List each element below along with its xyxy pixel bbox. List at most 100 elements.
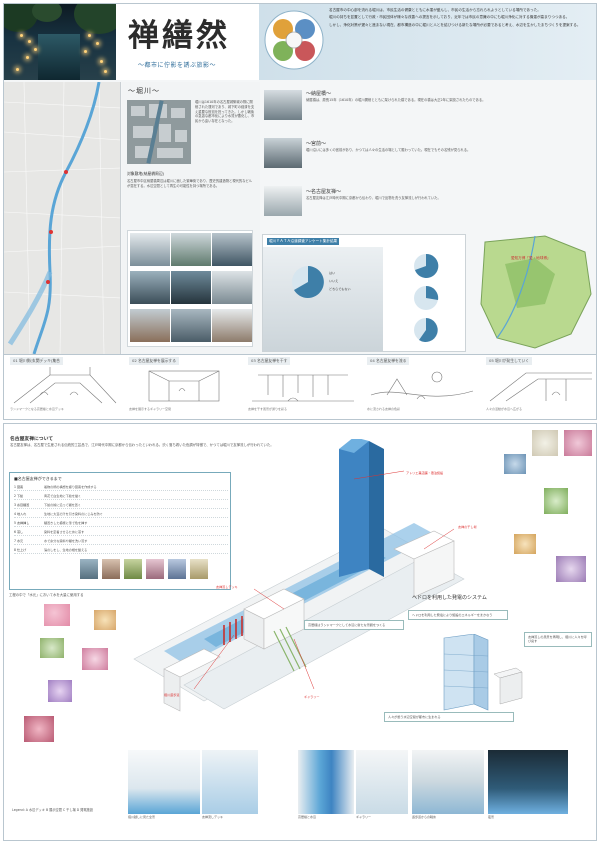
model-label: 友禅流しデッキ <box>216 585 238 589</box>
history-text-miyamae: 堀川沿いには多くの宮前があり、かつては人々の生活の場として賑わっていた。現在でも… <box>306 148 471 152</box>
sketch-label: 05 堀川が発生していく <box>486 357 533 365</box>
model-photo <box>356 750 408 814</box>
design-note: 高層棟はランドマークとして水辺に新たな景観をつくる <box>304 620 404 631</box>
yuzen-swatch <box>564 430 592 456</box>
site-photo <box>212 309 252 342</box>
scene-sketch <box>148 370 220 402</box>
model-label: 堀川遊歩道 <box>164 693 180 697</box>
expo-map-title: 愛知万博「愛・地球博」 <box>511 256 551 260</box>
scene-sketch-strip: 01 堀川側(玄関デッキ)集合 02 名古屋友禅を展示する 03 名古屋友禅を干… <box>4 354 596 419</box>
concept-diagram <box>264 10 324 70</box>
model-photo <box>202 750 258 814</box>
model-photo <box>412 750 484 814</box>
history-photo <box>264 90 302 120</box>
process-thumbnail <box>190 559 208 579</box>
design-note: 友禅流しの風景を再現し、堀川に人々を呼び戻す <box>524 632 592 647</box>
river-map <box>4 82 121 354</box>
horikawa-title: 〜堀川〜 <box>128 87 160 95</box>
history-title-yuzen: 〜名古屋友禅〜 <box>306 189 342 195</box>
model-caption: 堀川越しに見た全景 <box>128 815 156 819</box>
yuzen-section-title: 名古屋友禅について <box>10 437 54 442</box>
sludge-power-title: ヘドロを利用した発電のシステム <box>412 595 487 601</box>
model-caption: 高層棟と水辺 <box>298 815 317 819</box>
sketch-caption: 人々の活動が水辺へ広がる <box>486 407 523 411</box>
survey-pie-chart <box>414 318 438 342</box>
history-photo <box>264 138 302 168</box>
yuzen-swatch <box>94 610 116 630</box>
yuzen-swatch <box>48 680 72 702</box>
intro-paragraph: 名古屋市の中心部を流れる堀川は、市民生活の健康とともに水運が盛んし、市民の生活か… <box>329 8 541 12</box>
sketch-label: 03 名古屋友禅を干す <box>248 357 291 365</box>
aerial-photo <box>127 100 191 164</box>
site-photo <box>171 309 211 342</box>
intro-text: 名古屋市の中心部を流れる堀川は、市民生活の健康とともに水運が盛んし、市民の生活か… <box>329 8 594 30</box>
model-photo <box>298 750 354 814</box>
history-title-miyamae: 〜宮前〜 <box>306 141 327 147</box>
history-title-nayabashi: 〜納屋橋〜 <box>306 91 332 97</box>
title-block: 禅繕然 〜都市に佇影を誘ぶ旅影〜 <box>116 4 259 80</box>
power-system-diagram <box>443 634 523 711</box>
model-label: 友禅の干し場 <box>458 525 477 529</box>
process-row: 5 友禅挿し糊置きした模様に筆で色を挿す <box>14 521 228 527</box>
model-photo <box>128 750 200 814</box>
site-photo <box>171 233 211 266</box>
scene-sketch <box>370 371 474 400</box>
site-photo <box>171 271 211 304</box>
site-photo <box>212 233 252 266</box>
process-row: 6 蒸し染料を定着させるために蒸す <box>14 530 228 536</box>
sketch-label: 04 名古屋友禅を流る <box>367 357 410 365</box>
site-photo <box>130 271 170 304</box>
survey-title: 堀川ＹＡＴＡ沿道調査アンケート集計結果 <box>267 238 340 245</box>
expo-area-map: 愛知万博「愛・地球博」 <box>475 234 595 352</box>
site-photo <box>130 309 170 342</box>
site-photo <box>212 271 252 304</box>
yuzen-swatch <box>514 534 536 554</box>
history-photo <box>264 186 302 216</box>
sketch-label: 01 堀川側(玄関デッキ)集合 <box>10 357 63 365</box>
yuzen-process-table: ■名古屋友禅ができるまで 1 図案着物の柄の構想を練り図案を作成する 2 下絵青… <box>9 472 231 590</box>
intro-paragraph: しかし、浄化対策が遅々と進まない現在、都市構造の中に堀川と人とを結びつける新たな… <box>329 22 581 27</box>
pie-label: どちらでもない <box>329 287 351 291</box>
axonometric-model <box>133 439 465 712</box>
survey-results-box: 堀川ＹＡＴＡ沿道調査アンケート集計結果 はい <box>262 234 466 352</box>
horikawa-section: 〜堀川〜 堀川は1610年の名古屋城築城の際に開削された運河であり、城下町の経済… <box>122 82 260 354</box>
sketch-caption: 友禅を干す風景が通りを彩る <box>248 407 288 411</box>
model-caption: 友禅流しデッキ <box>202 815 224 819</box>
survey-background-photo <box>263 247 383 351</box>
survey-pie-chart <box>292 266 324 298</box>
intro-band: 名古屋市の中心部を流れる堀川は、市民生活の健康とともに水運が盛んし、市民の生活か… <box>259 4 596 80</box>
sketch-caption: ランドマークとなる高層棟と水辺デッキ <box>10 407 64 411</box>
scene-sketch <box>252 374 354 402</box>
model-label: アトリエ兼店舗・宿泊施設 <box>406 471 444 475</box>
process-row: 8 仕上げ湯のしをし、生地の幅を整える <box>14 548 228 554</box>
yuzen-swatch <box>504 454 526 474</box>
river-map-drawing <box>4 82 120 354</box>
history-text-yuzen: 名古屋友禅は江戸時代中期に京都から伝わり、堀川で反物を洗う友禅流しが行われていた… <box>306 196 441 200</box>
drawing-legend: Legend: A 水辺デッキ B 展示空間 C 干し場 D 発電施設 <box>12 808 93 812</box>
sketch-caption: 水に流される友禅の色彩 <box>367 407 401 411</box>
yuzen-swatch <box>82 648 108 670</box>
sketch-label: 02 名古屋友禅を展示する <box>129 357 180 365</box>
night-river-photo <box>4 4 116 80</box>
yuzen-swatch <box>24 716 54 742</box>
model-caption: 遊歩道からの眺め <box>412 815 437 819</box>
process-row: 7 水元水で余分な染料や糊を洗い流す <box>14 539 228 545</box>
process-row: 1 図案着物の柄の構想を練り図案を作成する <box>14 485 228 491</box>
scene-sketch <box>13 367 117 404</box>
process-row: 2 下絵青花で白生地に下絵を描く <box>14 494 228 500</box>
survey-pie-chart <box>414 285 439 310</box>
process-row: 3 糸目糊置下絵の線に沿って糊を置く <box>14 503 228 509</box>
history-section: 〜納屋橋〜 納屋橋は、慶長15年（1610年）の堀川開削とともに架けられた橋であ… <box>260 82 596 354</box>
site-photo-grid <box>127 230 253 347</box>
intro-paragraph: 堀川の持ちを並置として行政・市民団体が様々な改善への提言を示しており、近年では市… <box>329 15 570 20</box>
poster-subtitle: 〜都市に佇影を誘ぶ旅影〜 <box>138 62 217 69</box>
process-thumbnail <box>146 559 164 579</box>
site-photo <box>130 233 170 266</box>
poster-bottom-panel: 名古屋友禅について 名古屋友禅は、名古屋で生産される伝統的工芸品で、江戸時代中期… <box>3 423 597 841</box>
site-heading: 対象敷地(納屋橋周辺) <box>127 171 165 176</box>
poster-top-panel: 禅繕然 〜都市に佇影を誘ぶ旅影〜 名古屋市の中心部を流れる堀川は、市民生活の健康… <box>3 3 597 420</box>
scene-sketch <box>489 372 592 402</box>
process-thumbnail <box>102 559 120 579</box>
yuzen-swatch <box>532 430 558 456</box>
